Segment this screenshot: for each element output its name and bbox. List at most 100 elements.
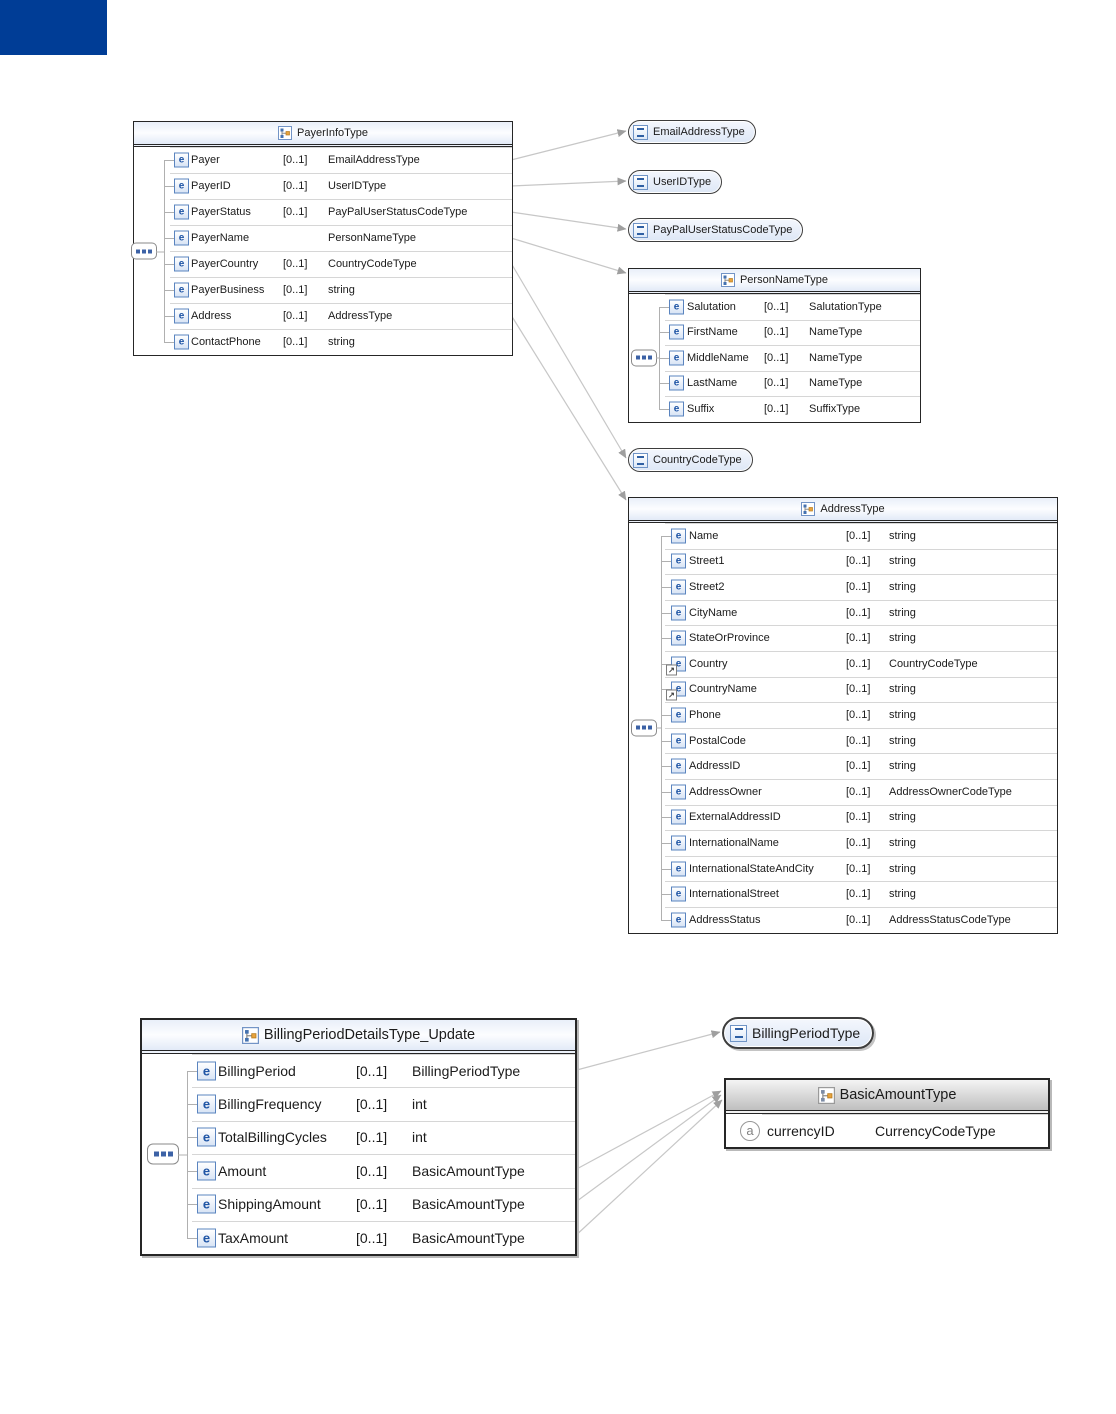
schema-row: e PayerBusiness [0..1] string xyxy=(134,277,512,303)
row-cardinality: [0..1] xyxy=(283,336,308,348)
schema-box-header: PayerInfoType xyxy=(134,122,512,147)
element-icon: e xyxy=(671,809,686,825)
row-name: InternationalStreet xyxy=(689,888,779,901)
schema-box-header: BillingPeriodDetailsType_Update xyxy=(142,1020,575,1054)
row-name: TaxAmount xyxy=(218,1229,289,1246)
brand-color-block xyxy=(0,0,107,55)
schema-row: e ShippingAmount [0..1] BasicAmountType xyxy=(142,1187,575,1221)
row-cardinality: [0..1] xyxy=(283,154,308,166)
element-icon: e xyxy=(671,579,686,595)
complex-type-icon xyxy=(817,1086,835,1104)
row-type: string xyxy=(328,284,355,296)
element-icon: e xyxy=(671,886,686,902)
capsule-label: CountryCodeType xyxy=(653,454,742,466)
schema-row: e PayerStatus [0..1] PayPalUserStatusCod… xyxy=(134,199,512,225)
row-cardinality: [0..1] xyxy=(356,1162,388,1179)
element-icon: e xyxy=(197,1161,216,1181)
schema-row: e AddressID [0..1] string xyxy=(629,753,1057,779)
row-cardinality: [0..1] xyxy=(764,402,789,415)
schema-row: e Street1 [0..1] string xyxy=(629,548,1057,575)
capsule-label: BillingPeriodType xyxy=(752,1025,861,1041)
row-cardinality: [0..1] xyxy=(764,326,789,339)
row-name: InternationalStateAndCity xyxy=(689,862,814,875)
type-capsule-email-address-type: EmailAddressType xyxy=(628,120,756,144)
row-cardinality: [0..1] xyxy=(356,1129,388,1146)
schema-row: e PayerID [0..1] UserIDType xyxy=(134,173,512,199)
row-cardinality: [0..1] xyxy=(846,811,871,824)
schema-row: e PayerCountry [0..1] CountryCodeType xyxy=(134,251,512,277)
row-name: currencyID xyxy=(767,1122,835,1139)
row-type: SuffixType xyxy=(809,402,861,415)
element-icon: e xyxy=(671,784,686,800)
element-icon: e xyxy=(197,1061,216,1081)
row-type: AddressType xyxy=(328,310,393,322)
element-icon: e xyxy=(671,733,686,749)
row-name: LastName xyxy=(687,377,738,390)
row-cardinality: [0..1] xyxy=(283,180,308,192)
schema-box-header: AddressType xyxy=(629,498,1057,523)
element-icon: e xyxy=(669,350,684,366)
row-type: string xyxy=(889,888,916,901)
schema-row: e Phone [0..1] string xyxy=(629,702,1057,728)
row-name: CityName xyxy=(689,606,738,619)
row-name: PayerBusiness xyxy=(191,284,265,296)
complex-type-icon xyxy=(241,1026,259,1044)
element-icon: e xyxy=(197,1094,216,1114)
element-icon: e xyxy=(197,1194,216,1214)
schema-box-payer-info-type: PayerInfoType e Payer [0..1] EmailAddres… xyxy=(131,121,513,356)
row-type: NameType xyxy=(809,351,863,364)
element-icon: e xyxy=(174,334,189,350)
row-cardinality: [0..1] xyxy=(846,862,871,875)
row-name: FirstName xyxy=(687,326,738,339)
row-name: Suffix xyxy=(687,402,715,415)
row-name: PayerName xyxy=(191,232,250,244)
row-type: CurrencyCodeType xyxy=(875,1122,996,1139)
schema-row: e AddressOwner [0..1] AddressOwnerCodeTy… xyxy=(629,778,1057,805)
row-cardinality: [0..1] xyxy=(356,1229,388,1246)
row-name: MiddleName xyxy=(687,351,749,364)
row-type: string xyxy=(889,580,916,593)
row-name: PayerID xyxy=(191,180,231,192)
sequence-icon xyxy=(631,719,662,737)
row-type: string xyxy=(889,708,916,721)
row-cardinality: [0..1] xyxy=(764,300,789,313)
row-type: string xyxy=(889,683,916,696)
schema-row: e Street2 [0..1] string xyxy=(629,574,1057,600)
row-cardinality: [0..1] xyxy=(846,888,871,901)
row-name: Name xyxy=(689,529,719,542)
row-name: ShippingAmount xyxy=(218,1196,321,1213)
row-name: Amount xyxy=(218,1162,267,1179)
schema-box-address-type: AddressType e Name [0..1] string e Stree… xyxy=(628,497,1058,934)
row-type: string xyxy=(328,336,355,348)
schema-box-title: BillingPeriodDetailsType_Update xyxy=(263,1027,476,1043)
attribute-icon: a xyxy=(740,1120,760,1141)
row-type: BasicAmountType xyxy=(412,1196,525,1213)
row-name: BillingPeriod xyxy=(218,1062,296,1079)
row-name: InternationalName xyxy=(689,836,779,849)
schema-row: e InternationalStreet [0..1] string xyxy=(629,881,1057,907)
row-cardinality: [0..1] xyxy=(846,606,871,619)
row-name: CountryName xyxy=(689,683,757,696)
simple-type-icon xyxy=(633,124,648,140)
row-type: PayPalUserStatusCodeType xyxy=(328,206,468,218)
capsule-label: PayPalUserStatusCodeType xyxy=(653,224,793,236)
complex-type-icon xyxy=(801,502,816,516)
row-cardinality: [0..1] xyxy=(846,657,871,670)
schema-row: e BillingFrequency [0..1] int xyxy=(142,1087,575,1120)
element-icon: e xyxy=(197,1127,216,1147)
row-type: string xyxy=(889,632,916,645)
element-icon: e xyxy=(174,282,189,298)
row-cardinality: [0..1] xyxy=(356,1096,388,1113)
row-cardinality: [0..1] xyxy=(764,377,789,390)
row-cardinality: [0..1] xyxy=(846,708,871,721)
schema-row: e InternationalStateAndCity [0..1] strin… xyxy=(629,855,1057,882)
row-name: ExternalAddressID xyxy=(689,811,781,824)
row-cardinality: [0..1] xyxy=(846,632,871,645)
type-capsule-billing-period-type: BillingPeriodType xyxy=(722,1017,875,1049)
schema-row: e AddressStatus [0..1] AddressStatusCode… xyxy=(629,906,1057,933)
row-name: AddressID xyxy=(689,760,741,773)
row-type: string xyxy=(889,862,916,875)
schema-row: e Salutation [0..1] SalutationType xyxy=(629,294,920,320)
schema-row: e FirstName [0..1] NameType xyxy=(629,319,920,346)
row-type: BasicAmountType xyxy=(412,1229,525,1246)
